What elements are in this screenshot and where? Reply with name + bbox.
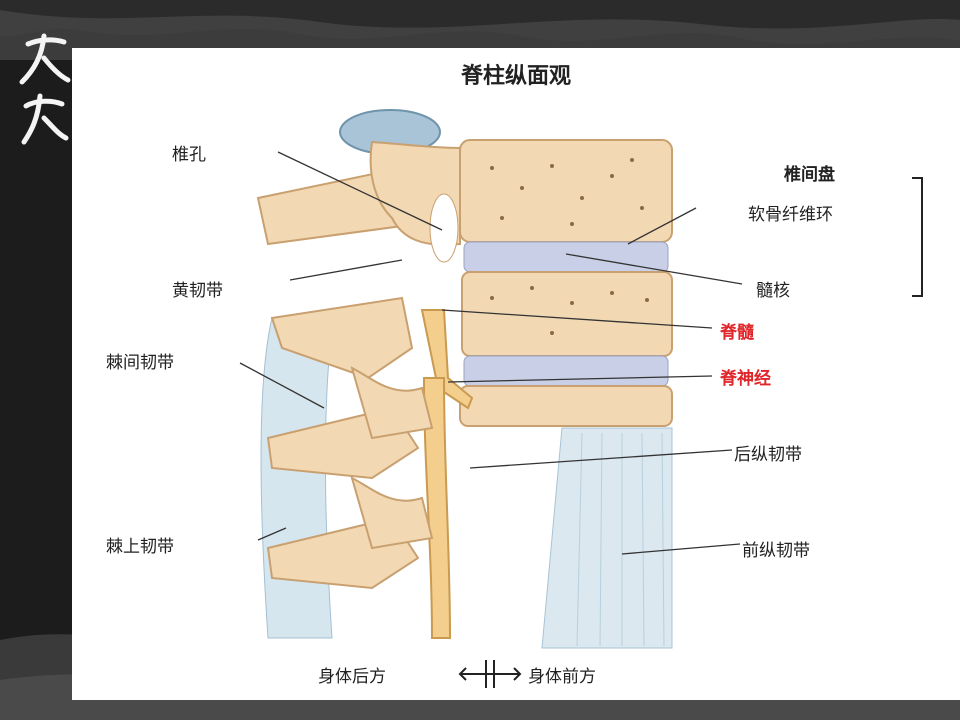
label-ligamentum-flavum: 黄韧带 <box>172 281 223 301</box>
spine-illustration <box>239 109 923 688</box>
label-spinal-cord: 脊髓 <box>720 323 754 343</box>
label-supraspinous-ligament: 棘上韧带 <box>106 537 174 557</box>
diagram-panel: 脊柱纵面观 <box>72 48 960 700</box>
label-annulus-fibrosus: 软骨纤维环 <box>748 205 833 225</box>
label-body-posterior: 身体后方 <box>318 667 386 687</box>
label-intervertebral-disc: 椎间盘 <box>784 165 835 185</box>
label-nucleus-pulposus: 髓核 <box>756 281 790 301</box>
calligraphy-logo <box>19 33 71 145</box>
diagram-title: 脊柱纵面观 <box>460 64 571 89</box>
label-spinal-nerve: 脊神经 <box>720 369 771 389</box>
label-vertebral-foramen: 椎孔 <box>172 145 206 165</box>
label-interspinous-ligament: 棘间韧带 <box>106 353 174 373</box>
label-body-anterior: 身体前方 <box>528 667 596 687</box>
label-posterior-longitudinal-ligament: 后纵韧带 <box>734 445 802 465</box>
label-anterior-longitudinal-ligament: 前纵韧带 <box>742 541 810 561</box>
